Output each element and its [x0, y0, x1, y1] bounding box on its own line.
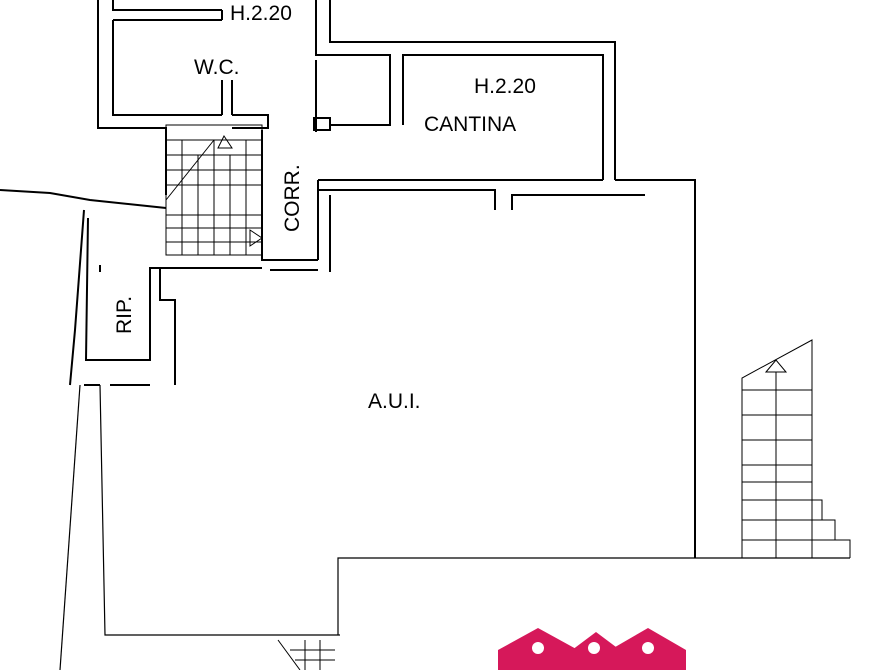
exterior-stair — [741, 339, 851, 558]
bottom-stair — [277, 639, 335, 670]
corridor-label: CORR. — [281, 164, 304, 232]
main-hall-walls — [59, 384, 850, 670]
aui-label: A.U.I. — [368, 390, 421, 413]
upper-stair — [165, 124, 263, 256]
cantina-room-walls — [313, 54, 696, 558]
height-label-cantina: H.2.20 — [474, 75, 536, 98]
three-house-logo-icon — [498, 628, 686, 670]
height-label-top: H.2.20 — [230, 2, 292, 25]
wc-label: W.C. — [194, 56, 240, 79]
storage-label: RIP. — [113, 296, 136, 334]
wc-room-walls — [97, 0, 616, 195]
cantina-label: CANTINA — [424, 113, 516, 136]
storage-walls — [0, 189, 262, 386]
